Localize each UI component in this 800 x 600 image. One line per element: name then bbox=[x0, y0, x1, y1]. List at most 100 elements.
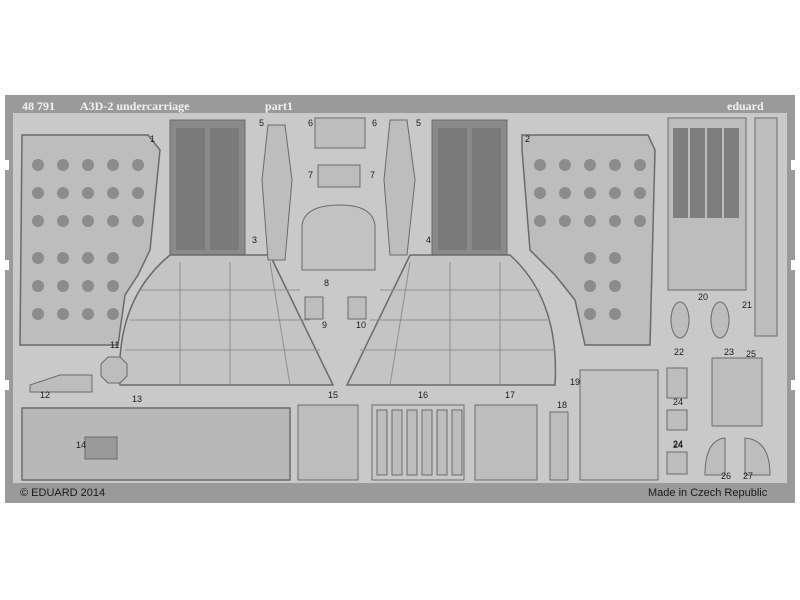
lightening-hole bbox=[32, 215, 44, 227]
part-number-14: 14 bbox=[76, 440, 86, 450]
part-2-holes bbox=[534, 159, 646, 320]
part-number-26: 26 bbox=[721, 471, 731, 481]
part-number-5: 5 bbox=[416, 118, 421, 128]
lightening-hole bbox=[57, 308, 69, 320]
lightening-hole bbox=[107, 215, 119, 227]
lightening-hole bbox=[609, 159, 621, 171]
lightening-hole bbox=[534, 159, 546, 171]
part-25-plate bbox=[711, 357, 763, 427]
part-number-27: 27 bbox=[743, 471, 753, 481]
part-21-rail bbox=[754, 117, 778, 337]
part-number-10: 10 bbox=[356, 320, 366, 330]
part-18-strip bbox=[549, 411, 569, 481]
part-number-21: 21 bbox=[742, 300, 752, 310]
lightening-hole bbox=[634, 187, 646, 199]
lightening-hole bbox=[107, 280, 119, 292]
part-number-7: 7 bbox=[308, 170, 313, 180]
lightening-hole bbox=[107, 308, 119, 320]
part-10-bracket bbox=[347, 296, 367, 320]
brand-logo: eduard bbox=[727, 99, 764, 113]
lightening-hole bbox=[57, 159, 69, 171]
lightening-hole bbox=[609, 308, 621, 320]
lightening-hole bbox=[584, 159, 596, 171]
lightening-hole bbox=[559, 215, 571, 227]
part-number-6: 6 bbox=[308, 118, 313, 128]
lightening-hole bbox=[57, 187, 69, 199]
part-27-arc bbox=[744, 437, 771, 476]
part-number-24: 24 bbox=[673, 440, 683, 450]
part-number-3: 3 bbox=[252, 235, 257, 245]
lightening-hole bbox=[32, 187, 44, 199]
part-number-25: 25 bbox=[746, 349, 756, 359]
lightening-hole bbox=[107, 252, 119, 264]
lightening-hole bbox=[32, 159, 44, 171]
fret-title: A3D-2 undercarriage bbox=[80, 99, 190, 113]
lightening-hole bbox=[609, 252, 621, 264]
lightening-hole bbox=[609, 215, 621, 227]
lightening-hole bbox=[584, 280, 596, 292]
lightening-hole bbox=[132, 159, 144, 171]
part-number-13: 13 bbox=[132, 394, 142, 404]
part-number-2: 2 bbox=[525, 134, 530, 144]
part-number-5: 5 bbox=[259, 118, 264, 128]
lightening-hole bbox=[634, 215, 646, 227]
lightening-hole bbox=[107, 159, 119, 171]
part-11-octagon bbox=[100, 356, 128, 384]
part-22-clip bbox=[670, 301, 690, 339]
lightening-hole bbox=[82, 187, 94, 199]
part-number-19: 19 bbox=[570, 377, 580, 387]
part-1-door bbox=[19, 134, 161, 346]
lightening-hole bbox=[609, 187, 621, 199]
part-15-frame bbox=[297, 404, 359, 481]
lightening-hole bbox=[559, 159, 571, 171]
part-7-plate bbox=[317, 164, 361, 188]
part-6-plate bbox=[314, 117, 366, 149]
fret-code: 48 791 bbox=[22, 99, 55, 113]
part-number-16: 16 bbox=[418, 390, 428, 400]
part-number-23: 23 bbox=[724, 347, 734, 357]
lightening-hole bbox=[57, 215, 69, 227]
part-number-24: 24 bbox=[673, 439, 683, 449]
part-19-panel bbox=[579, 369, 659, 481]
part-24-rings bbox=[666, 367, 688, 475]
part-8-arch bbox=[301, 204, 376, 271]
lightening-hole bbox=[584, 187, 596, 199]
lightening-hole bbox=[559, 187, 571, 199]
lightening-hole bbox=[57, 252, 69, 264]
lightening-hole bbox=[634, 159, 646, 171]
lightening-hole bbox=[82, 280, 94, 292]
lightening-hole bbox=[584, 308, 596, 320]
part-13-bay bbox=[21, 407, 291, 481]
lightening-hole bbox=[57, 280, 69, 292]
part-17-plate bbox=[474, 404, 538, 481]
lightening-hole bbox=[32, 252, 44, 264]
lightening-hole bbox=[584, 252, 596, 264]
lightening-hole bbox=[584, 215, 596, 227]
part-5-strut-right bbox=[383, 119, 416, 256]
part-number-24: 24 bbox=[673, 397, 683, 407]
part-20-panel bbox=[667, 117, 747, 291]
part-number-4: 4 bbox=[426, 235, 431, 245]
part-number-18: 18 bbox=[557, 400, 567, 410]
copyright-text: © EDUARD 2014 bbox=[20, 487, 105, 499]
lightening-hole bbox=[534, 187, 546, 199]
edge-notches bbox=[5, 160, 795, 390]
part-5-strut-left bbox=[261, 124, 293, 261]
part-9-bracket bbox=[304, 296, 324, 320]
part-number-1: 1 bbox=[150, 134, 155, 144]
part-number-11: 11 bbox=[110, 340, 119, 350]
part-number-6: 6 bbox=[372, 118, 377, 128]
lightening-hole bbox=[82, 159, 94, 171]
lightening-hole bbox=[32, 280, 44, 292]
lightening-hole bbox=[82, 215, 94, 227]
part-4-panel bbox=[345, 119, 557, 386]
part-16-slats bbox=[371, 404, 465, 481]
origin-text: Made in Czech Republic bbox=[648, 487, 768, 499]
fret-part: part1 bbox=[265, 99, 293, 113]
part-number-12: 12 bbox=[40, 390, 50, 400]
lightening-hole bbox=[32, 308, 44, 320]
part-number-15: 15 bbox=[328, 390, 338, 400]
lightening-hole bbox=[107, 187, 119, 199]
